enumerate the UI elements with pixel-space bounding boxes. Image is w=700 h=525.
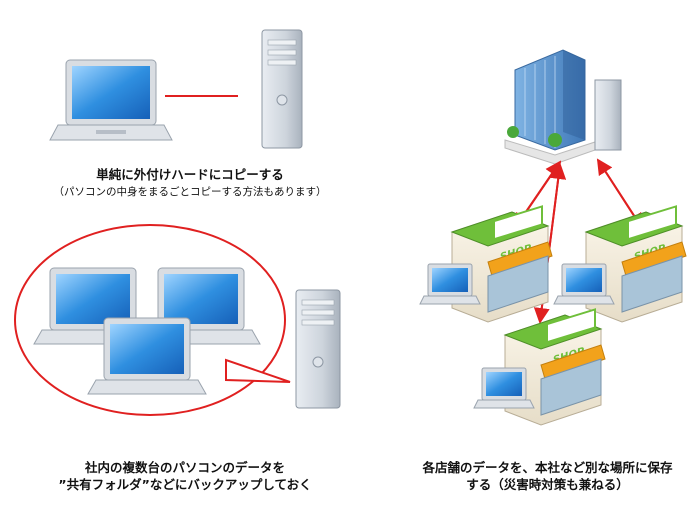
- caption-bottom-left-line2: ”共有フォルダ”などにバックアップしておく: [58, 477, 312, 492]
- headquarters-building-icon: [504, 49, 622, 165]
- laptop-icon: [419, 263, 481, 305]
- caption-title-top-left: 単純に外付けハードにコピーする: [96, 167, 284, 182]
- laptop-icon: [49, 59, 173, 141]
- callout-wedge: [225, 358, 291, 383]
- caption-bottom-left-line1: 社内の複数台のパソコンのデータを: [84, 460, 285, 475]
- laptop-icon: [553, 263, 615, 305]
- caption-right-line2: する（災害時対策も兼ねる）: [466, 477, 629, 492]
- laptop-icon: [87, 317, 207, 395]
- caption-right-line1: 各店舗のデータを、本社など別な場所に保存: [422, 460, 673, 475]
- shop-icon: SHOP: [584, 205, 687, 323]
- external-drive-icon: [261, 29, 303, 149]
- laptop-icon: [473, 367, 535, 409]
- shop-icon: SHOP: [503, 308, 606, 426]
- shop-icon: SHOP: [450, 205, 553, 323]
- server-icon: [295, 289, 341, 409]
- network-ring: [14, 224, 286, 416]
- caption-subtitle-top-left: （パソコンの中身をまるごとコピーする方法もあります）: [53, 186, 327, 198]
